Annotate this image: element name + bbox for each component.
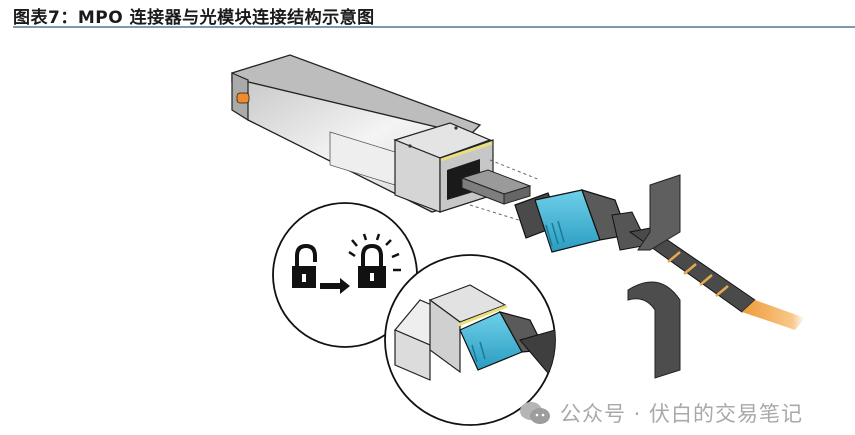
fiber-cable <box>628 227 805 330</box>
lock-indicator <box>272 202 418 348</box>
ferrule-plug <box>460 159 541 223</box>
locked-padlock-icon <box>358 243 386 288</box>
unlocked-padlock-icon <box>292 243 317 288</box>
pull-direction-arrows <box>627 174 681 379</box>
watermark: 公众号 · 伏白的交易笔记 <box>518 398 803 428</box>
caption-title: MPO 连接器与光模块连接结构示意图 <box>77 8 375 28</box>
watermark-text: 公众号 · 伏白的交易笔记 <box>560 402 804 426</box>
optical-module <box>231 54 494 213</box>
right-arrow-icon <box>320 278 350 294</box>
wechat-icon <box>520 402 550 424</box>
mpo-connector <box>514 189 649 253</box>
caption-divider <box>13 26 855 28</box>
figure-caption: 图表7：MPO 连接器与光模块连接结构示意图 <box>13 3 375 28</box>
caption-label: 图表7： <box>13 8 78 28</box>
click-burst-icon <box>348 233 401 272</box>
zoom-inset <box>384 254 556 426</box>
